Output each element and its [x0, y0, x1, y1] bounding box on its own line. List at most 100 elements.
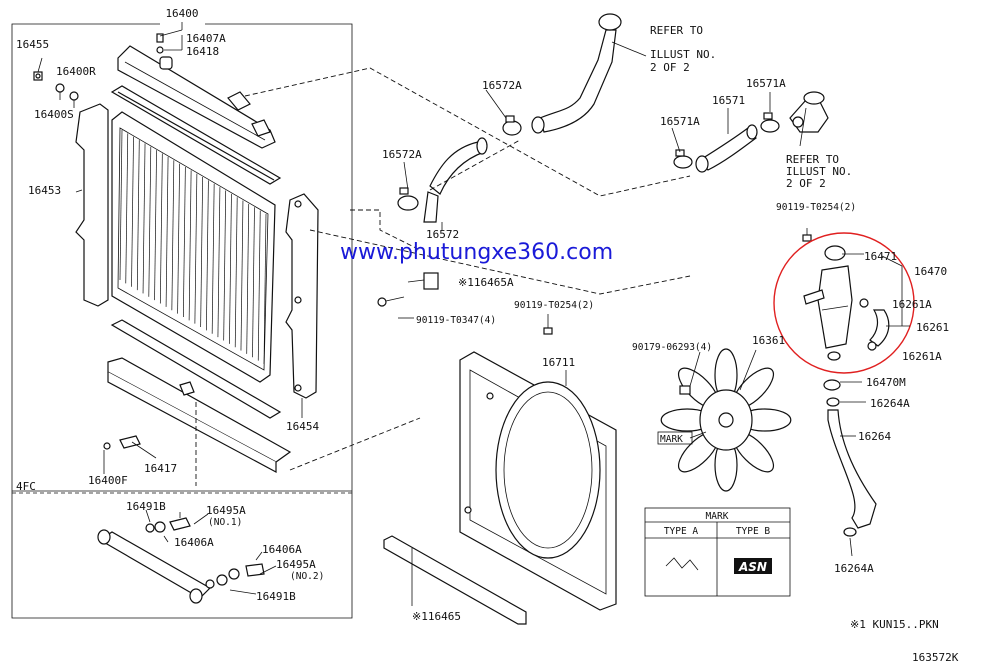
label-16571: 16571	[712, 94, 745, 107]
label-90119-t0254-top: 90119-T0254(2)	[776, 202, 856, 213]
label-no1: (NO.1)	[208, 517, 242, 528]
label-90119-t0347: 90119-T0347(4)	[416, 315, 496, 326]
clip-16400s	[69, 91, 79, 101]
clamp-16261a-b	[867, 341, 877, 351]
label-16491b-b: 16491B	[256, 590, 296, 603]
clamp-16572a-mid	[397, 187, 419, 211]
label-16471: 16471	[864, 250, 897, 263]
label-16470: 16470	[914, 265, 947, 278]
label-16406a-a: 16406A	[174, 536, 214, 549]
bolt-90119-t0254-top	[802, 228, 812, 242]
label-16264a-a: 16264A	[870, 397, 910, 410]
clamp-16571a-left	[673, 149, 693, 169]
label-90119-t0254-mid: 90119-T0254(2)	[514, 300, 594, 311]
mark-table-type-a: TYPE A	[664, 526, 699, 537]
label-16495a-a: 16495A	[206, 504, 246, 517]
type-b-mark-box	[734, 558, 772, 574]
radiator-core	[111, 111, 276, 383]
bolt-90119-t0347	[377, 296, 405, 307]
label-16400r: 16400R	[56, 65, 96, 78]
label-16406a-b: 16406A	[262, 543, 302, 556]
label-16418: 16418	[186, 45, 219, 58]
refer-right-2: ILLUST NO.	[650, 48, 716, 61]
hose-16572	[423, 137, 488, 223]
label-16465: ※116465	[412, 610, 461, 623]
refer-right-1: REFER TO	[650, 24, 703, 37]
fittings-no2	[205, 563, 265, 589]
lower-gasket	[110, 319, 282, 419]
label-16400s: 16400S	[34, 108, 74, 121]
clamp-16261a-a	[859, 298, 869, 308]
label-16572: 16572	[426, 228, 459, 241]
clamp-16264a-a	[826, 397, 840, 407]
cap-16470m	[823, 379, 841, 391]
label-16455: 16455	[16, 38, 49, 51]
label-16400f: 16400F	[88, 474, 128, 487]
hose-16261	[869, 309, 890, 347]
clamp-16264a-b	[843, 527, 857, 537]
upper-inlet-pipe	[531, 13, 622, 134]
oil-cooler-pipe	[97, 529, 211, 604]
leader-lines	[37, 29, 910, 606]
label-16400: 16400	[165, 7, 198, 20]
label-90179: 90179-06293(4)	[632, 342, 712, 353]
label-16711: 16711	[542, 356, 575, 369]
label-16571a-left: 16571A	[660, 115, 700, 128]
label-16572a-mid: 16572A	[382, 148, 422, 161]
part-labels: 16400 16455 16407A 16418 16400R 16400S 1…	[16, 7, 959, 664]
refer-left-2: ILLUST NO.	[786, 165, 852, 178]
clip-16400r	[55, 83, 65, 93]
lower-support-16465	[383, 535, 527, 625]
refer-right-3: 2 OF 2	[650, 61, 690, 74]
mark-table-title: MARK	[706, 511, 729, 522]
hose-16264	[827, 409, 877, 529]
reservoir-tank-16470	[803, 245, 853, 361]
label-16495a-b: 16495A	[276, 558, 316, 571]
label-16470m: 16470M	[866, 376, 906, 389]
mark-table-type-b: TYPE B	[736, 526, 771, 537]
label-no2: (NO.2)	[290, 571, 324, 582]
label-16571a-right: 16571A	[746, 77, 786, 90]
fittings-no1	[145, 517, 191, 533]
label-16261a-b: 16261A	[902, 350, 942, 363]
label-4fc: 4FC	[16, 480, 36, 493]
label-16261a-a: 16261A	[892, 298, 932, 311]
fan-shroud	[459, 351, 617, 611]
label-16417: 16417	[144, 462, 177, 475]
label-16453: 16453	[28, 184, 61, 197]
label-16491b-a: 16491B	[126, 500, 166, 513]
fan-16361	[660, 348, 792, 492]
label-16454: 16454	[286, 420, 319, 433]
label-16407a: 16407A	[186, 32, 226, 45]
cushion-16465a	[423, 272, 439, 290]
mark-table-asn: ASN	[738, 560, 767, 574]
reservoir-circle	[773, 232, 915, 374]
washer-16418	[156, 46, 164, 54]
refer-left-3: 2 OF 2	[786, 177, 826, 190]
oring-16400f	[103, 442, 111, 450]
radiator-lower-tank	[107, 357, 292, 474]
label-16572a-top: 16572A	[482, 79, 522, 92]
drain-cock-16417	[119, 435, 141, 449]
label-16261: 16261	[916, 321, 949, 334]
watermark: www.phutungxe360.com	[340, 240, 613, 265]
thermostat-outlet	[789, 91, 829, 133]
side-bracket-right	[285, 193, 319, 399]
hose-16571	[695, 124, 758, 173]
label-16361: 16361	[752, 334, 785, 347]
label-16264a-b: 16264A	[834, 562, 874, 575]
label-mark-tag: MARK	[660, 434, 683, 445]
figure-id: 163572K	[912, 651, 959, 664]
mark-table	[644, 507, 791, 597]
label-16465a: ※116465A	[458, 276, 514, 289]
radiator-upper-tank	[117, 45, 276, 149]
clamp-16572a-top	[502, 115, 522, 136]
upper-gasket	[110, 85, 282, 185]
nut-90179	[679, 385, 691, 395]
footnote: ※1 KUN15..PKN	[850, 618, 939, 631]
bolt-16407a	[156, 33, 164, 43]
side-bracket-left	[75, 103, 109, 307]
radiator-group	[11, 22, 353, 619]
label-16264: 16264	[858, 430, 891, 443]
